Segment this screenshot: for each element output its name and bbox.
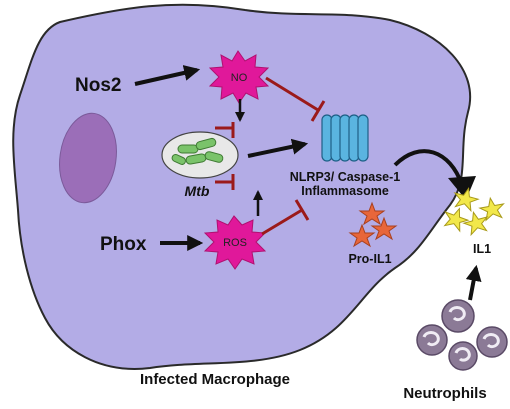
inflammasome-label-1: NLRP3/ Caspase-1 — [290, 170, 401, 184]
ros-inhibit-bar — [294, 199, 310, 221]
pro-il1-icon — [348, 201, 398, 248]
neutrophils-to-il1-arrow — [465, 264, 482, 301]
nos2-to-no-arrow — [134, 65, 201, 86]
no-inhibit-bar — [310, 100, 326, 122]
inflammasome-icon — [321, 114, 369, 162]
il1-label: IL1 — [473, 242, 491, 256]
release-arrow — [393, 149, 464, 186]
pro-il1-label: Pro-IL1 — [348, 252, 391, 266]
neutrophil-icon — [416, 299, 508, 371]
inflammasome-label-2: Inflammasome — [301, 184, 389, 198]
no-inhibit-inflammasome — [265, 76, 319, 112]
phox-label: Phox — [100, 234, 147, 255]
mtb-to-inflammasome-arrow — [247, 138, 309, 158]
ros-burst-icon — [203, 215, 267, 270]
macrophage-cell — [12, 3, 471, 370]
release-arrowhead — [448, 176, 476, 200]
macrophage-label: Infected Macrophage — [140, 371, 290, 388]
il1-icon — [443, 186, 505, 237]
bacteria-icon — [171, 137, 224, 165]
nos2-label: Nos2 — [75, 75, 121, 96]
neutrophils-label: Neutrophils — [403, 385, 486, 402]
nucleus — [59, 112, 117, 204]
ros-inhibit-inflammasome — [261, 208, 303, 236]
ros-label: ROS — [223, 237, 247, 249]
no-label: NO — [231, 72, 248, 84]
mtb-label: Mtb — [185, 183, 210, 199]
